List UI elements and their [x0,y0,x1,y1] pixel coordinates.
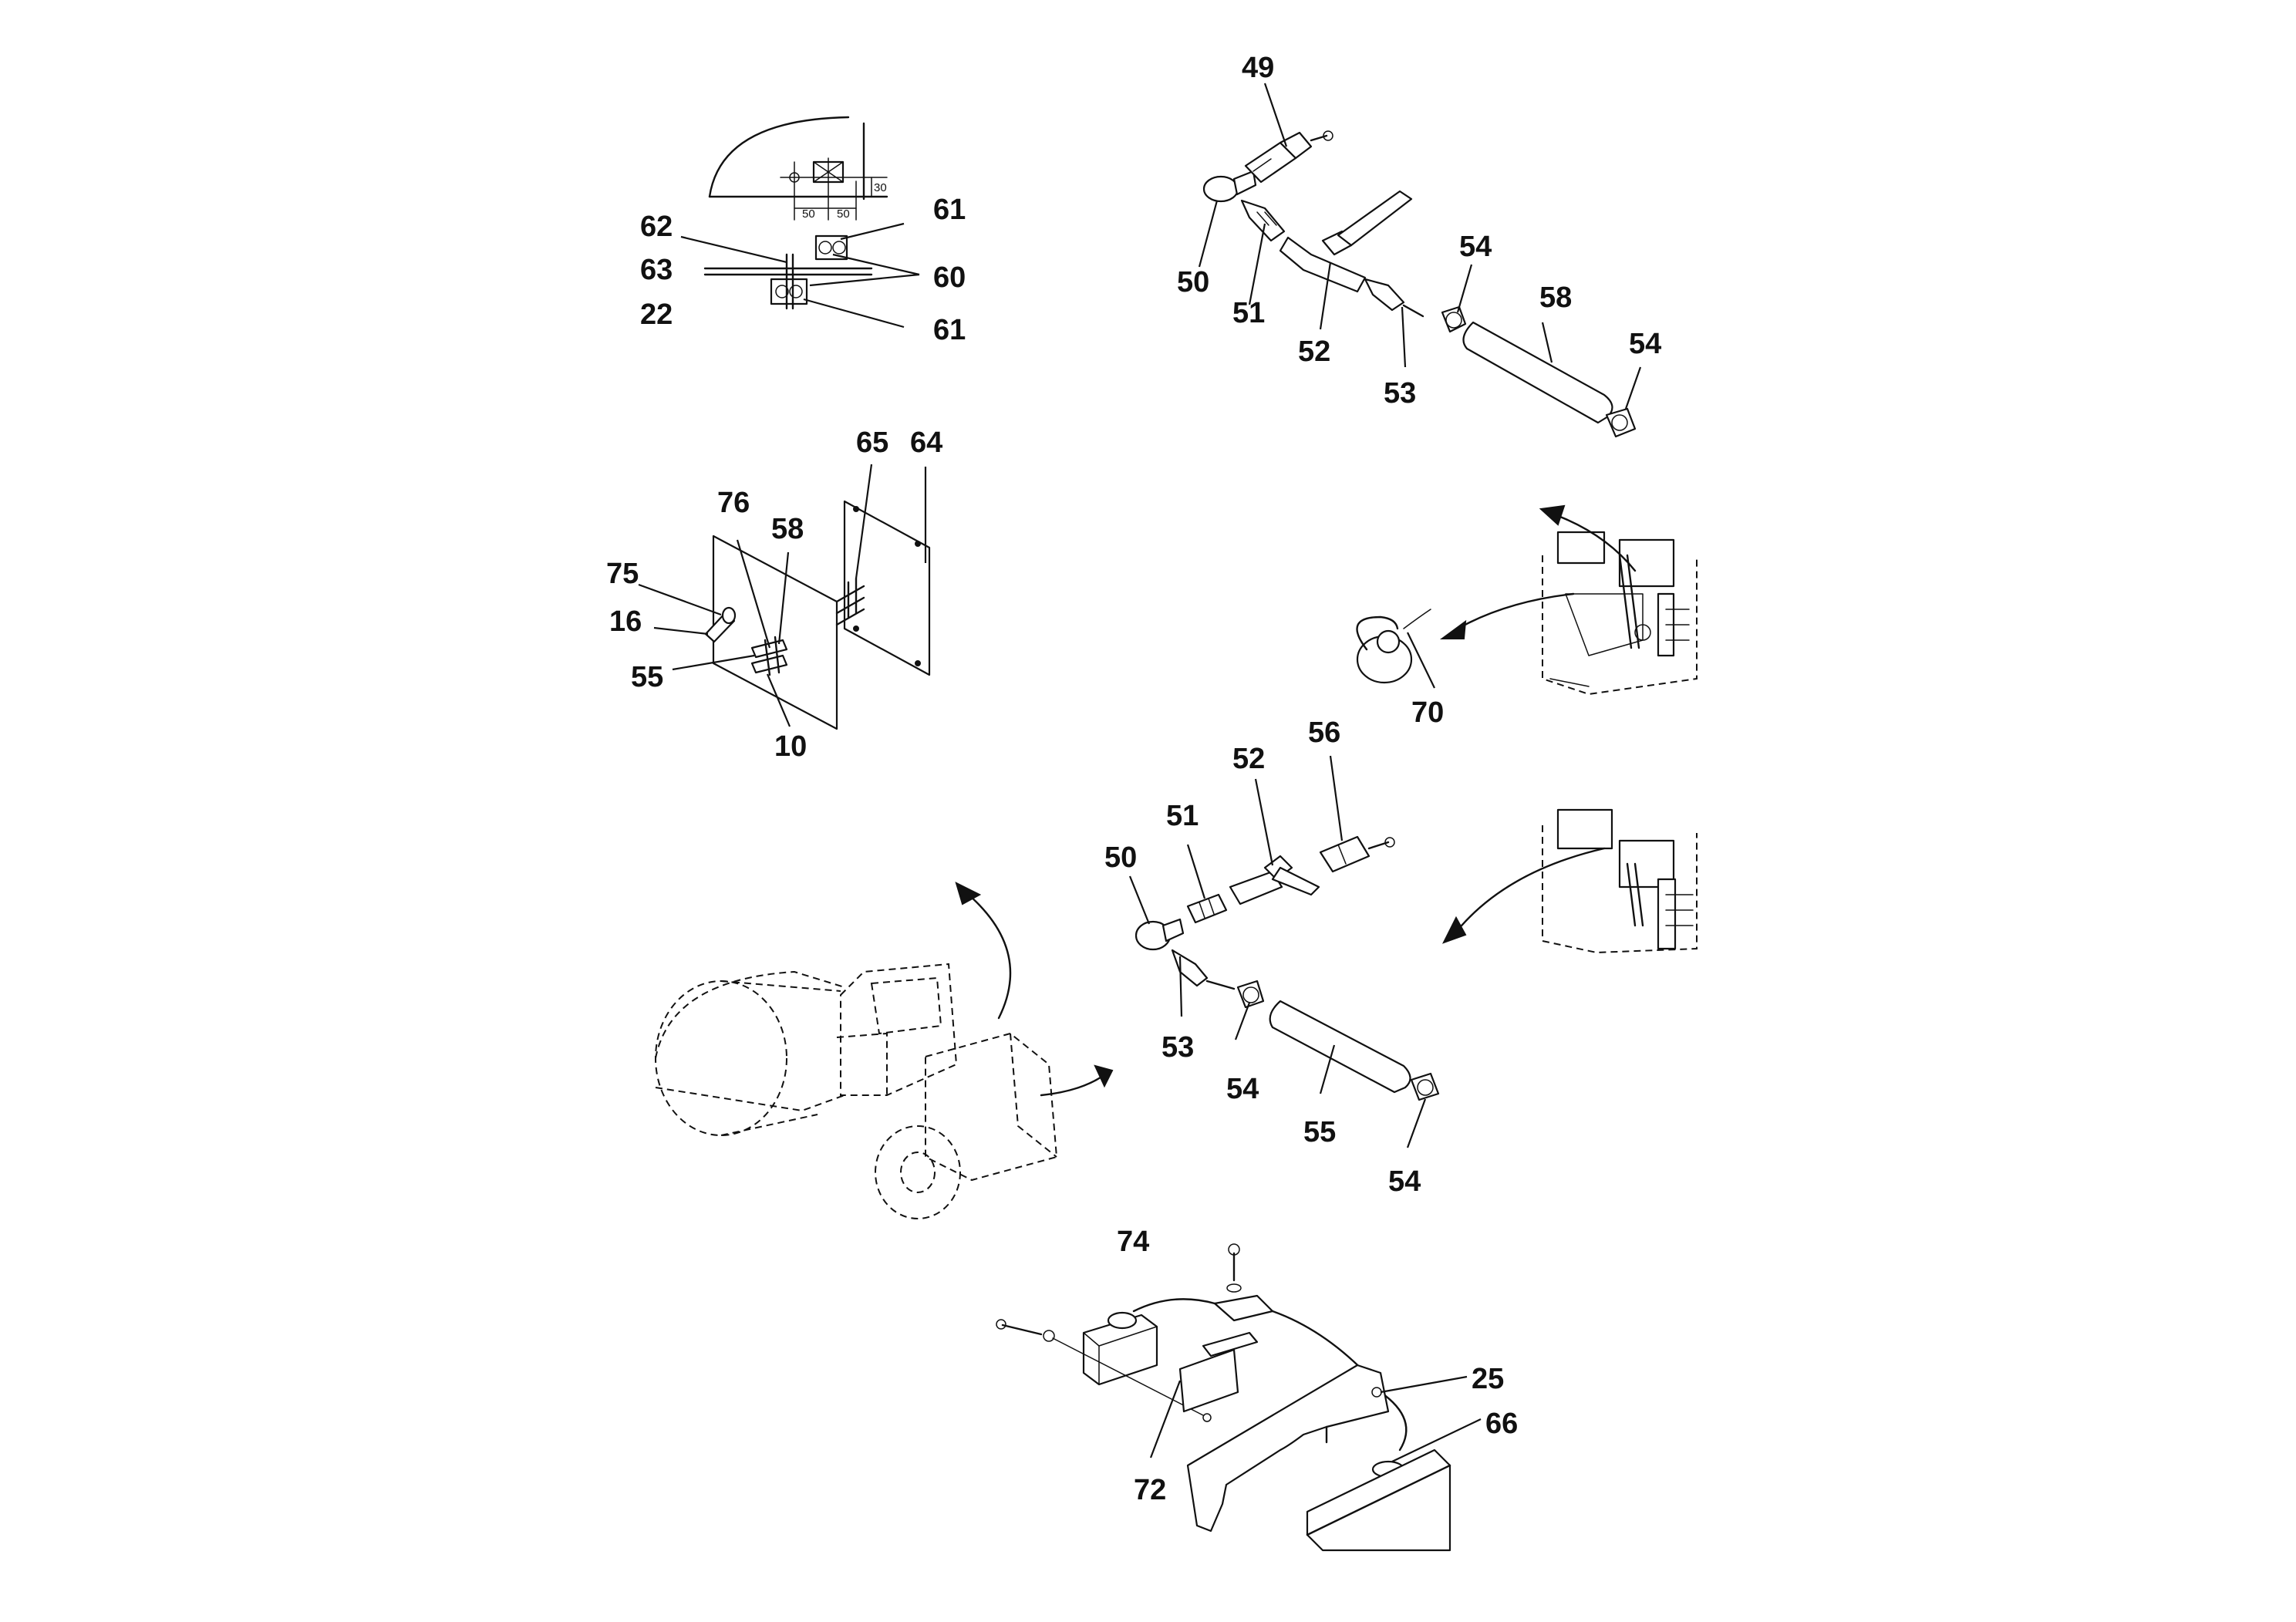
callout-70: 70 [1411,696,1444,729]
panel-assembly [704,500,931,730]
callout-74: 74 [1117,1226,1149,1258]
callout-66: 66 [1485,1408,1518,1440]
dimension-label: 50 [837,207,850,221]
callout-61: 61 [933,194,966,226]
callout-63: 63 [640,254,673,286]
engine-view-mid [1441,808,1698,954]
reservoir-assembly [996,1243,1451,1552]
callout-65: 65 [856,427,888,459]
engine-view-top [1356,504,1698,696]
callout-50: 50 [1177,266,1209,298]
callout-76: 76 [717,487,750,519]
callout-53: 53 [1384,377,1416,410]
callout-58: 58 [771,513,804,545]
callout-56: 56 [1308,717,1340,749]
callout-16: 16 [609,605,642,638]
leader-lines [638,83,1642,1462]
callout-55: 55 [1303,1116,1336,1148]
callout-25: 25 [1472,1363,1504,1395]
dimension-label: 50 [802,207,815,221]
callout-51: 51 [1166,800,1199,832]
mounting-detail: 50 50 30 [703,116,888,310]
callout-53: 53 [1161,1031,1194,1064]
callout-22: 22 [640,298,673,331]
callout-64: 64 [910,427,942,459]
roller-machine [655,882,1114,1219]
callout-62: 62 [640,211,673,243]
hose-assembly-top [1202,130,1637,438]
callout-60: 60 [933,261,966,294]
callout-52: 52 [1298,336,1330,368]
callout-49: 49 [1242,52,1274,84]
callout-50: 50 [1104,841,1137,874]
callout-54: 54 [1226,1073,1259,1105]
callout-61: 61 [933,314,966,346]
callout-54: 54 [1459,231,1492,263]
callout-55: 55 [631,661,663,693]
callout-labels: 49 50 51 52 53 54 58 54 62 63 22 61 60 6… [606,52,1661,1506]
callout-72: 72 [1134,1474,1166,1506]
hose-assembly-mid [1135,835,1440,1101]
callout-54: 54 [1388,1165,1421,1198]
callout-54: 54 [1629,328,1661,360]
callout-75: 75 [606,558,639,590]
callout-10: 10 [774,730,807,763]
dimension-label: 30 [874,181,887,194]
callout-58: 58 [1539,282,1572,314]
callout-52: 52 [1232,743,1265,775]
callout-51: 51 [1232,297,1265,329]
